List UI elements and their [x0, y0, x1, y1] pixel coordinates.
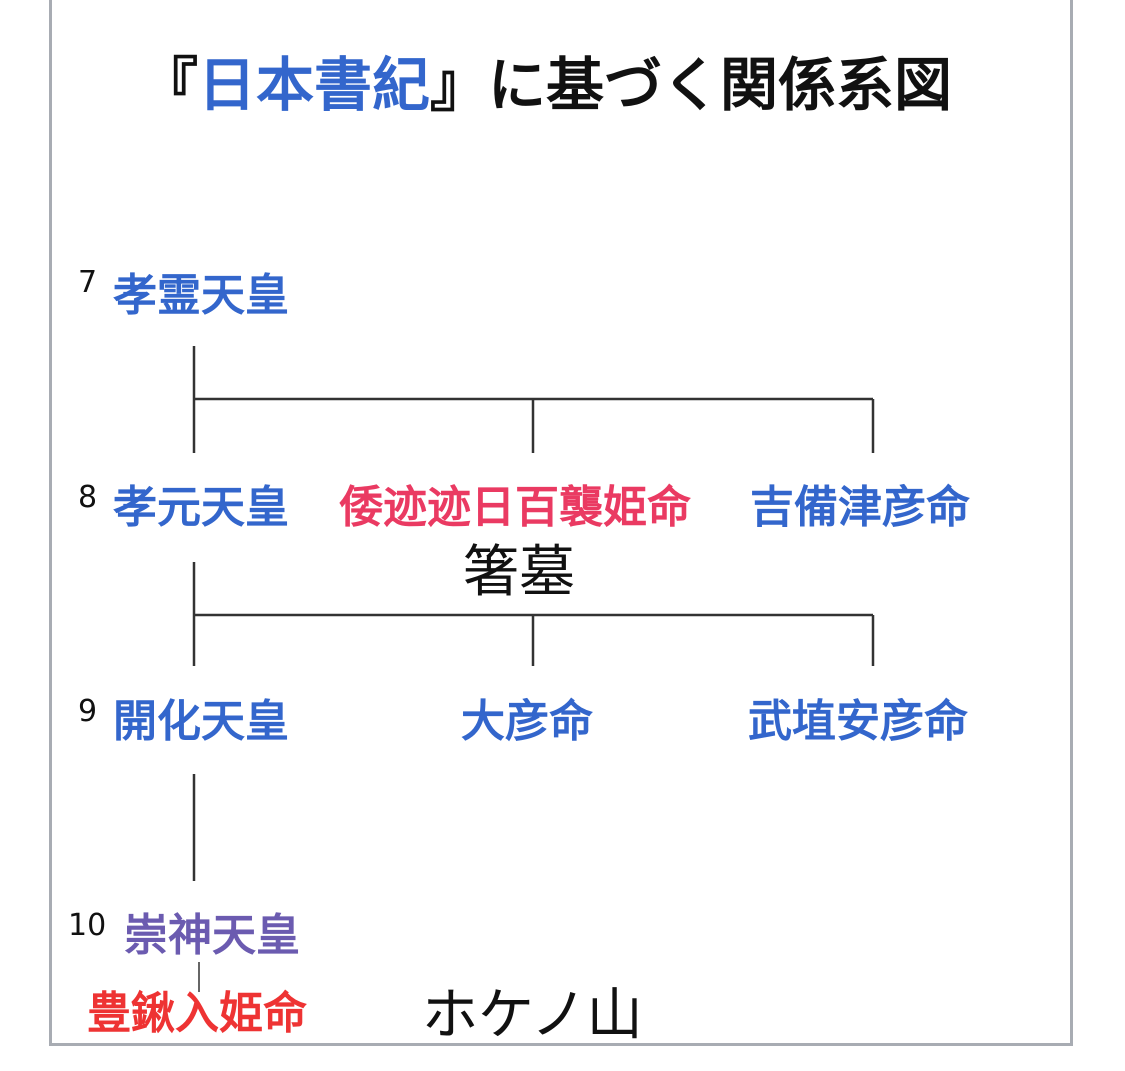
person-takehaniyasuhiko: 武埴安彦命	[748, 696, 968, 747]
title-rest: に基づく関係系図	[488, 51, 953, 119]
title-book-name: 日本書紀	[198, 51, 431, 119]
person-kibitsuhiko: 吉備津彦命	[750, 482, 970, 533]
generation-number: 7	[78, 265, 98, 300]
title-open-bracket: 『	[140, 51, 199, 119]
diagram-frame	[49, 0, 1073, 1046]
annotation-hokenoyama: ホケノ山	[422, 983, 643, 1048]
person-momoso-hime: 倭迹迹日百襲姫命	[339, 482, 691, 533]
person-korei: 孝霊天皇	[113, 270, 289, 321]
person-kaika: 開化天皇	[113, 696, 289, 747]
title-close-bracket: 』	[430, 51, 489, 119]
person-sujin: 崇神天皇	[124, 910, 300, 961]
generation-number: 9	[78, 694, 98, 729]
page-title: 『日本書紀』に基づく関係系図	[140, 56, 952, 114]
generation-number: 10	[68, 908, 107, 943]
person-toyosukiirihime: 豊鍬入姫命	[87, 988, 307, 1039]
generation-number: 8	[78, 480, 98, 515]
annotation-hashihaka: 箸墓	[463, 540, 575, 605]
person-ohiko: 大彦命	[461, 696, 593, 747]
person-kogen: 孝元天皇	[113, 482, 289, 533]
